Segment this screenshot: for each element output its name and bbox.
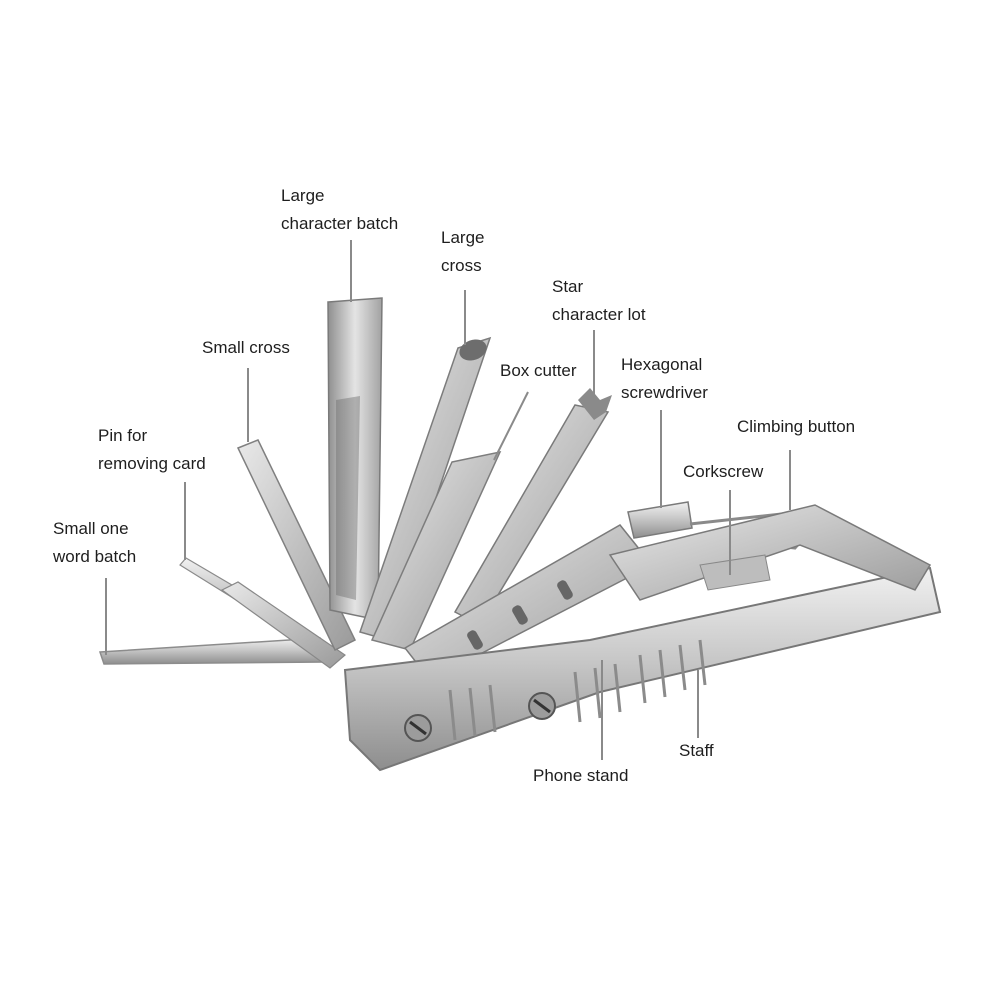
blade-hex-screwdriver [627, 501, 693, 539]
blade-small-one-word-batch [98, 637, 327, 665]
screw-1 [404, 714, 432, 742]
label-staff: Staff [679, 741, 714, 760]
label-hexagonal-screwdriver: Hexagonal screwdriver [621, 355, 708, 402]
handle-ridges [448, 639, 707, 741]
lever-slot-3 [557, 580, 573, 600]
screw-2 [528, 692, 556, 720]
label-phone-stand: Phone stand [533, 766, 629, 785]
label-small-one-word-batch: Small one word batch [53, 519, 137, 566]
label-box-cutter: Box cutter [500, 361, 577, 380]
label-corkscrew: Corkscrew [683, 462, 764, 481]
lever-slot-1 [467, 630, 483, 650]
label-star-character-lot: Star character lot [552, 277, 646, 324]
label-large-cross: Large cross [441, 228, 485, 275]
large-cross-tip [459, 339, 487, 361]
corkscrew-plate [699, 554, 771, 591]
blade-card-pin-arm [220, 581, 346, 669]
leader-lines [105, 240, 791, 760]
label-pin-for-removing-card: Pin for removing card [98, 426, 206, 473]
handle-top-frame [608, 504, 932, 601]
leader-box-cutter [493, 391, 529, 461]
blade-small-cross [236, 439, 356, 652]
blade-large-character-batch-inner [336, 396, 360, 600]
label-large-character-batch: Large character batch [281, 186, 399, 233]
label-climbing-button: Climbing button [737, 417, 856, 436]
label-small-cross: Small cross [202, 338, 290, 357]
lever-slot-2 [512, 605, 528, 625]
